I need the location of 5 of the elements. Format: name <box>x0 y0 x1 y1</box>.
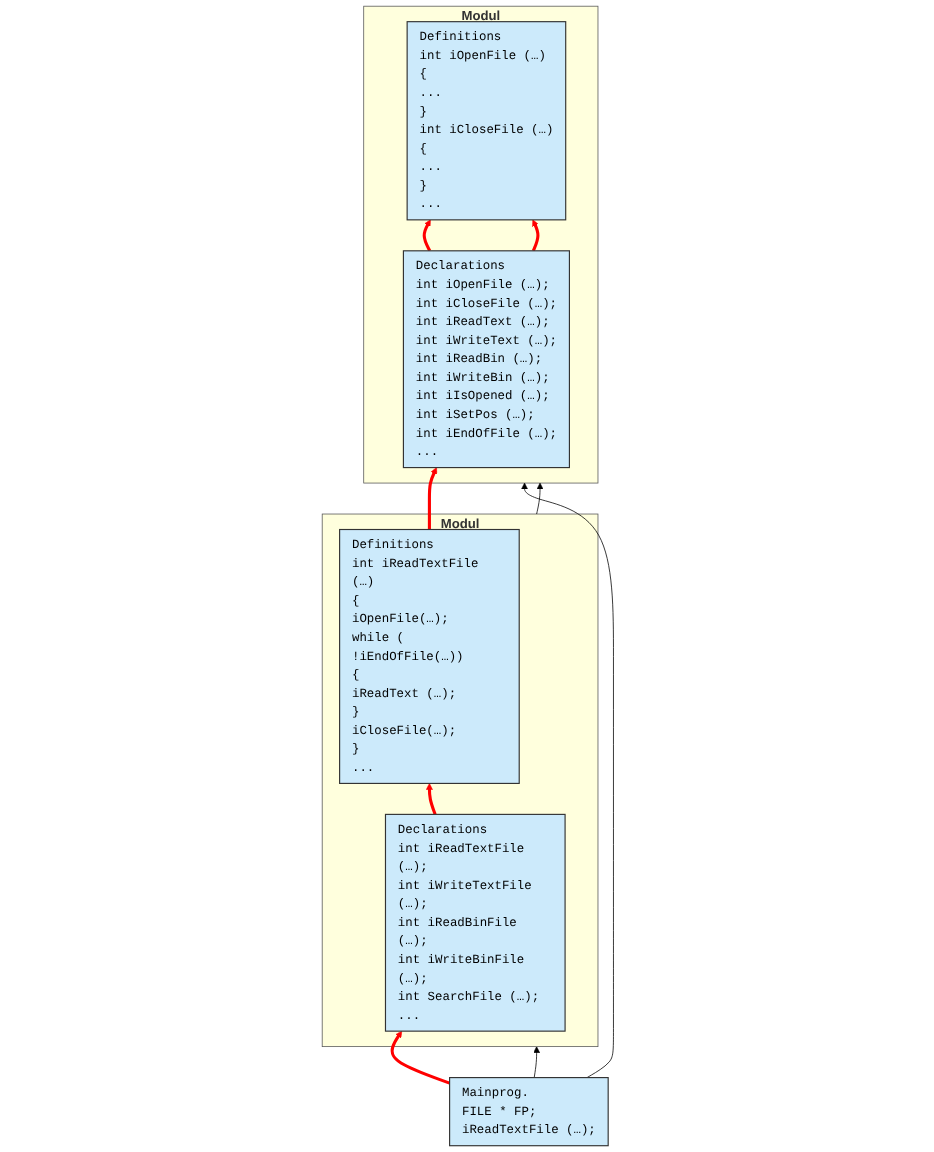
arrow <box>421 219 431 252</box>
arrow <box>425 783 436 815</box>
arrow <box>531 219 539 252</box>
arrow <box>389 1030 450 1085</box>
arrow <box>427 467 437 530</box>
